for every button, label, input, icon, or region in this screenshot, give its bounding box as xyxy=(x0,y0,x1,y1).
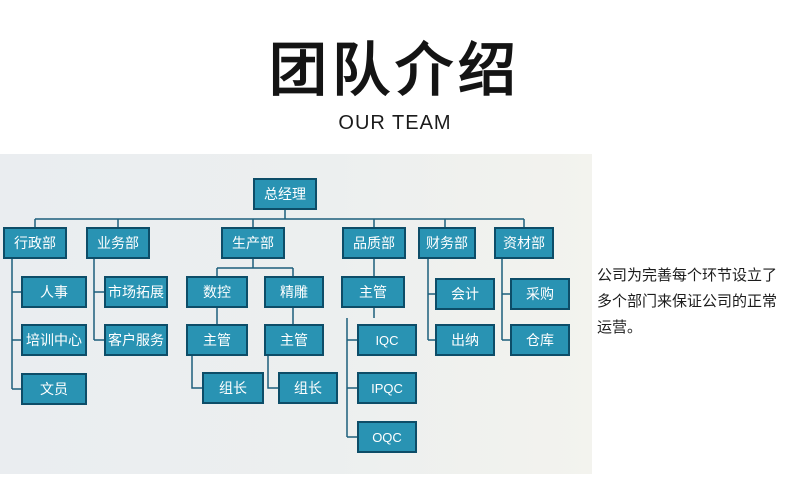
clerk-box: 文员 xyxy=(21,373,87,405)
dept-quality-box: 品质部 xyxy=(342,227,406,259)
dept-admin-box: 行政部 xyxy=(3,227,67,259)
engraving-unit-box: 精雕 xyxy=(264,276,324,308)
general-manager-box: 总经理 xyxy=(253,178,317,210)
purchasing-box: 采购 xyxy=(510,278,570,310)
dept-materials-box: 资材部 xyxy=(494,227,554,259)
iqc-box: IQC xyxy=(357,324,417,356)
cnc-unit-box: 数控 xyxy=(186,276,248,308)
customer-service-box: 客户服务 xyxy=(104,324,168,356)
training-center-box: 培训中心 xyxy=(21,324,87,356)
oqc-box: OQC xyxy=(357,421,417,453)
hr-box: 人事 xyxy=(21,276,87,308)
cnc-supervisor-box: 主管 xyxy=(186,324,248,356)
engraving-team-leader-box: 组长 xyxy=(278,372,338,404)
dept-business-box: 业务部 xyxy=(86,227,150,259)
dept-production-box: 生产部 xyxy=(221,227,285,259)
quality-supervisor-box: 主管 xyxy=(341,276,405,308)
cashier-box: 出纳 xyxy=(435,324,495,356)
page-subtitle: OUR TEAM xyxy=(338,112,452,134)
page-title: 团队介绍 xyxy=(268,36,521,104)
engraving-supervisor-box: 主管 xyxy=(264,324,324,356)
description-text: 公司为完善每个环节设立了多个部门来保证公司的正常运营。 xyxy=(597,266,778,336)
cnc-team-leader-box: 组长 xyxy=(202,372,264,404)
warehouse-box: 仓库 xyxy=(510,324,570,356)
dept-finance-box: 财务部 xyxy=(418,227,476,259)
market-expansion-box: 市场拓展 xyxy=(104,276,168,308)
ipqc-box: IPQC xyxy=(357,372,417,404)
accounting-box: 会计 xyxy=(435,278,495,310)
